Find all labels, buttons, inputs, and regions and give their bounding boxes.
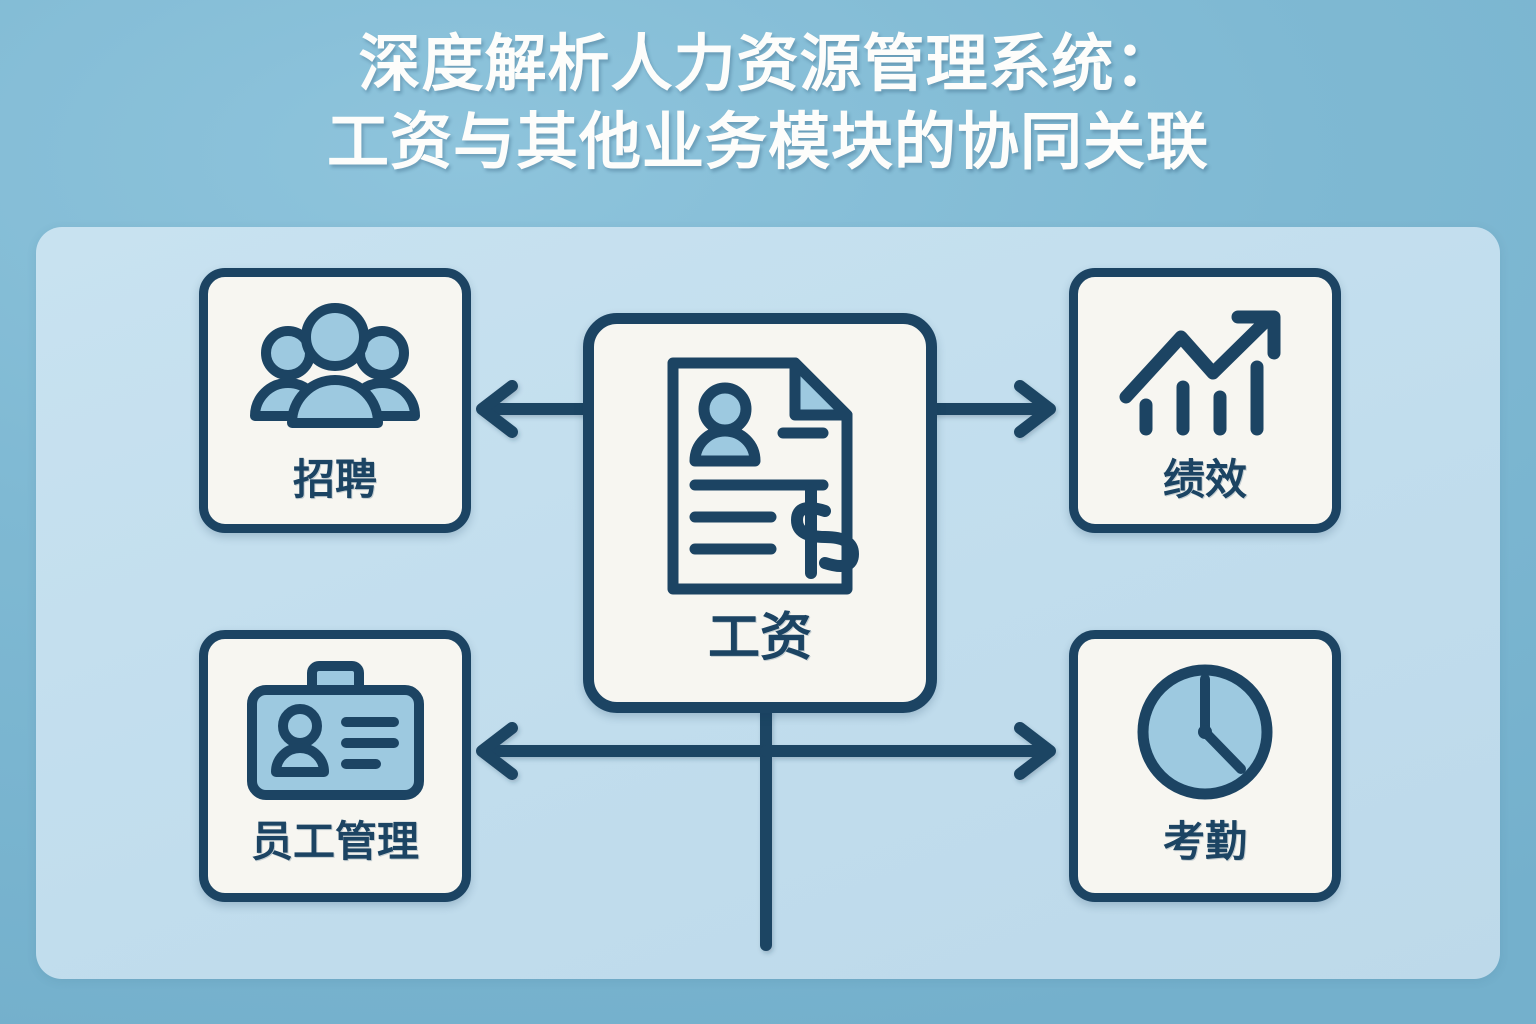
node-card-employee-management[interactable]: 员工管理 (199, 630, 471, 902)
node-label-recruitment: 招聘 (292, 456, 377, 503)
node-label-employee-management: 员工管理 (250, 818, 419, 865)
node-card-recruitment[interactable]: 招聘 (199, 268, 471, 533)
node-card-attendance[interactable]: 考勤 (1069, 630, 1341, 902)
page-title-line-2: 工资与其他业务模块的协同关联 (326, 108, 1209, 177)
node-card-salary[interactable]: 工资 (583, 313, 937, 713)
node-card-performance[interactable]: 绩效 (1069, 268, 1341, 533)
growth-chart-icon (1078, 297, 1332, 445)
clock-icon (1078, 657, 1332, 807)
page-title: 深度解析人力资源管理系统： 工资与其他业务模块的协同关联 (0, 26, 1536, 182)
id-badge-icon (208, 657, 462, 807)
page-title-line-1: 深度解析人力资源管理系统： (358, 30, 1178, 99)
payslip-document-icon (594, 346, 926, 606)
node-label-performance: 绩效 (1162, 456, 1247, 503)
node-label-salary: 工资 (707, 609, 812, 667)
people-group-icon (208, 297, 462, 445)
node-label-attendance: 考勤 (1162, 818, 1247, 865)
